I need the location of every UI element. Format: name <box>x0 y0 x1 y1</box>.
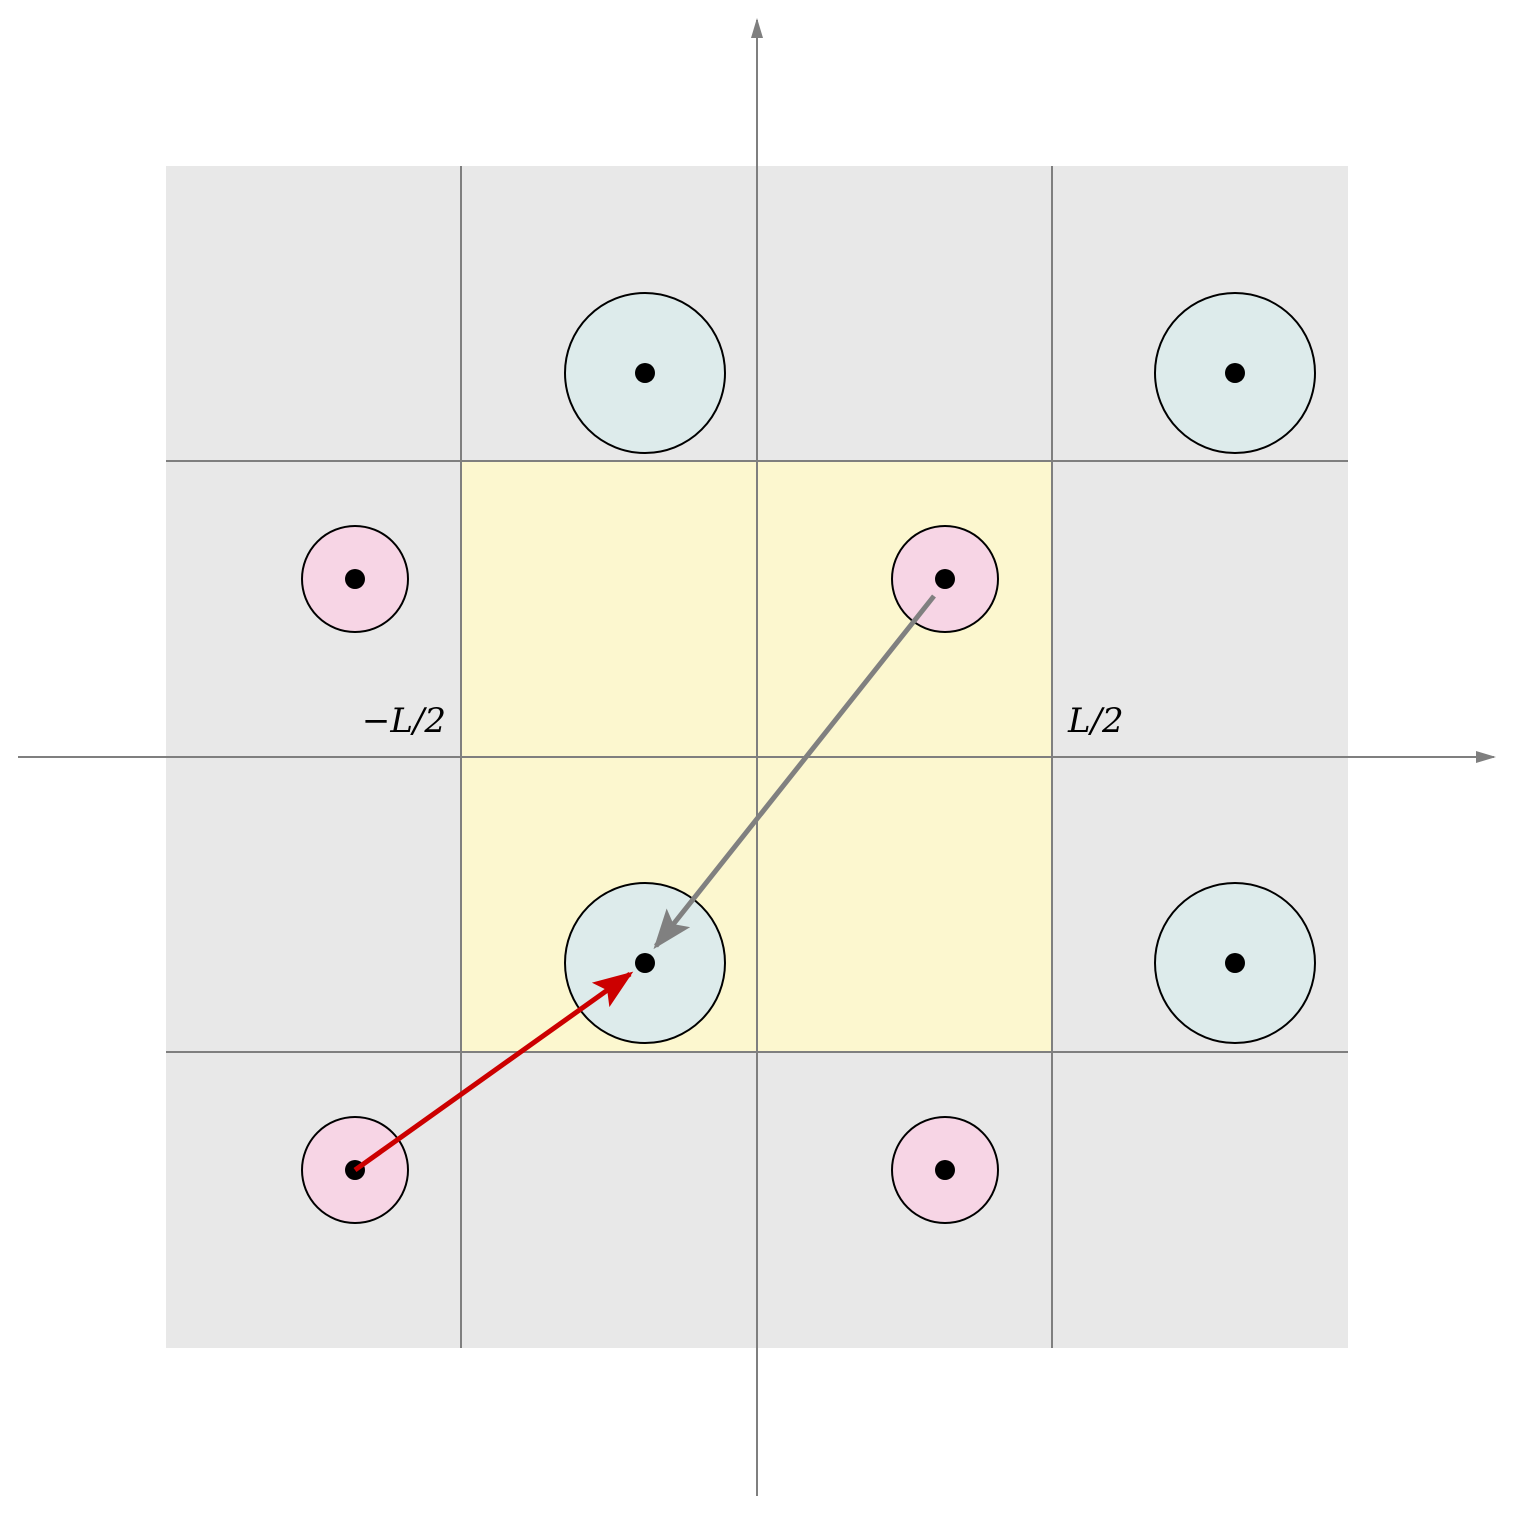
particle-center-dot <box>935 1160 955 1180</box>
particle-center-dot <box>1225 363 1245 383</box>
particle-center-dot <box>345 569 365 589</box>
large-particle-central <box>564 882 726 1044</box>
particle-center-dot <box>635 363 655 383</box>
large-particle-top-right-image <box>1154 292 1316 454</box>
particle-center-dot <box>935 569 955 589</box>
particle-center-dot <box>1225 953 1245 973</box>
large-particle-top-image <box>564 292 726 454</box>
gray-direct-vector <box>653 594 936 950</box>
neg-half-L-label: −L/2 <box>362 701 446 741</box>
red-minimum-image-vector <box>353 971 634 1173</box>
large-particle-right-image <box>1154 882 1316 1044</box>
pos-half-L-label: L/2 <box>1067 701 1124 741</box>
small-particle-bottom-image <box>891 1116 999 1224</box>
small-particle-left-image <box>301 525 409 633</box>
particle-center-dot <box>635 953 655 973</box>
small-particle-central <box>891 525 999 633</box>
